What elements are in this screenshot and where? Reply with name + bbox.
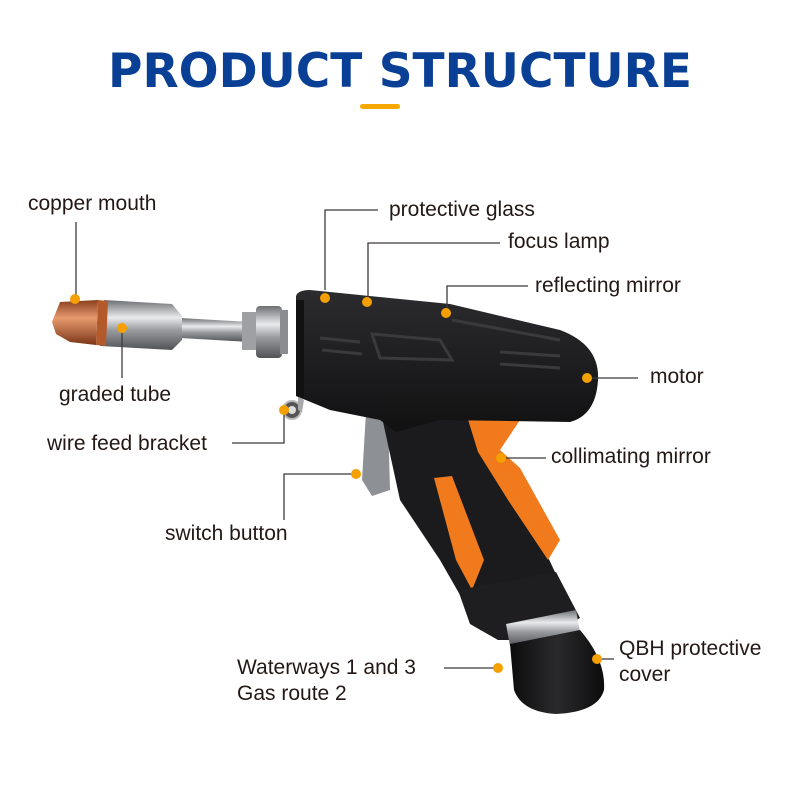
marker-reflecting-mirror (441, 308, 451, 318)
marker-protective-glass (320, 293, 330, 303)
label-waterways: Waterways 1 and 3 (237, 656, 416, 679)
marker-dots (70, 293, 602, 673)
label-wire-feed-bracket: wire feed bracket (47, 432, 207, 455)
nozzle-assembly (52, 300, 288, 358)
label-motor: motor (650, 365, 704, 388)
label-copper-mouth: copper mouth (28, 192, 157, 215)
label-reflecting-mirror: reflecting mirror (535, 274, 681, 297)
label-focus-lamp: focus lamp (508, 230, 610, 253)
label-protective-glass: protective glass (389, 198, 535, 221)
label-switch-button: switch button (165, 522, 288, 545)
marker-motor (582, 373, 592, 383)
label-gas-route: Gas route 2 (237, 682, 347, 705)
page-title: PRODUCT STRUCTURE (108, 44, 692, 99)
label-graded-tube: graded tube (59, 383, 172, 406)
leader-lines (75, 209, 638, 669)
wire-feed-bracket-part (282, 396, 304, 420)
marker-waterways (493, 663, 503, 673)
label-collimating-mirror: collimating mirror (551, 445, 711, 468)
marker-copper-mouth (70, 294, 80, 304)
marker-wire-feed-bracket (279, 405, 289, 415)
label-qbh-protective: QBH protective (619, 637, 762, 660)
marker-switch-button (351, 469, 361, 479)
marker-qbh-cover (592, 654, 602, 664)
title-underline (360, 104, 400, 109)
marker-focus-lamp (362, 297, 372, 307)
qbh-cover-part (506, 610, 605, 714)
marker-graded-tube (117, 323, 127, 333)
marker-collimating-mirror (496, 453, 506, 463)
label-qbh-cover: cover (619, 663, 671, 686)
